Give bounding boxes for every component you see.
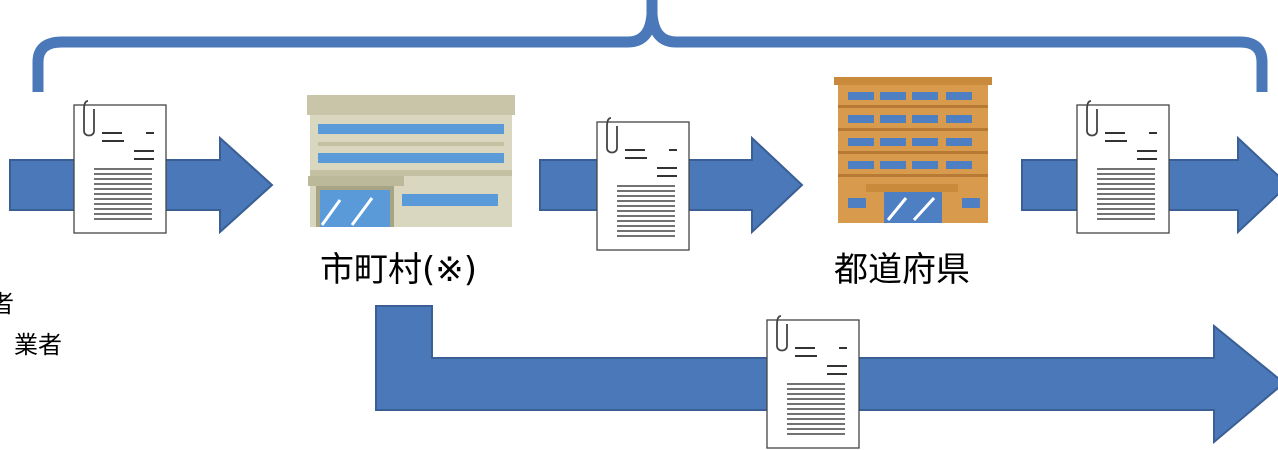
prefecture-label: 都道府県 xyxy=(834,250,970,290)
document-with-paperclip-icon xyxy=(73,100,167,234)
municipality-label: 市町村(※) xyxy=(320,250,478,290)
document-with-paperclip-icon xyxy=(596,117,690,251)
left-party-label-line2: 業者 xyxy=(14,331,62,359)
left-party-label-line1: 者 xyxy=(0,290,14,318)
municipal-office-building-icon xyxy=(307,95,515,227)
document-with-paperclip-icon xyxy=(1076,100,1170,234)
top-brace xyxy=(32,0,1268,92)
document-with-paperclip-icon xyxy=(766,315,860,449)
prefectural-office-building-icon xyxy=(834,77,992,223)
